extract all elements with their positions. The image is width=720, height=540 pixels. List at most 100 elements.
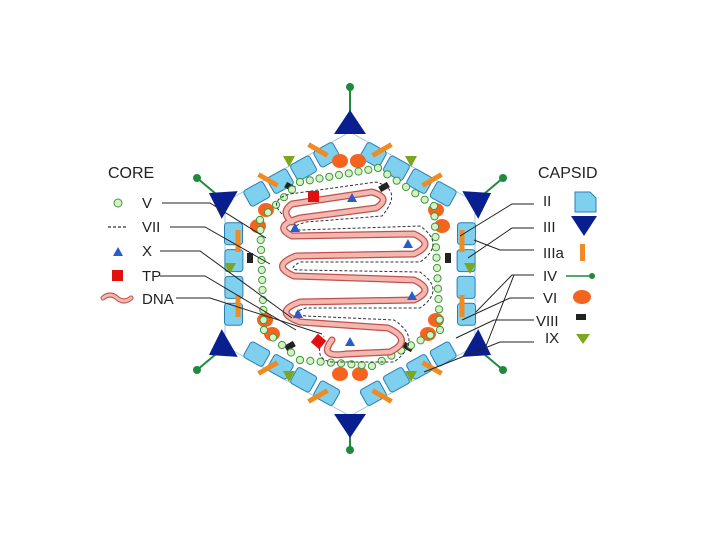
protein-x-4 [407,291,417,300]
protein-v-29 [435,325,445,335]
iiia-6 [235,295,241,317]
protein-v-25 [434,294,443,304]
core-label-v: V [142,195,152,212]
protein-v-22 [432,263,442,273]
protein-v-47 [277,340,287,350]
red-square-icon [112,270,123,281]
protein-v-41 [326,358,335,367]
penton-3 [334,414,366,438]
protein-x-group [290,193,417,346]
iiia-3 [421,172,443,188]
vi-5 [434,219,450,233]
protein-v-19 [431,232,440,242]
hexon-0-3 [406,168,434,194]
protein-v-40 [337,359,346,368]
protein-v-23 [433,274,442,283]
viii-3 [445,253,451,263]
ix-5 [405,371,417,382]
core-label-x: X [142,243,152,260]
black-dash-icon [576,314,586,320]
protein-v-48 [268,333,278,342]
core-interior [255,170,445,378]
fiber-knob-1 [499,174,507,182]
terminal-protein-bottom [310,333,327,350]
penton-4 [208,329,238,357]
protein-v-63 [263,208,273,217]
fiber-knob-2 [499,366,507,374]
iiia-2 [371,142,393,158]
leader-line-6 [467,227,534,259]
protein-v-35 [377,356,386,365]
ix-1 [405,156,417,167]
protein-v-17 [430,212,439,221]
protein-x-0 [347,193,357,202]
pink-wavy-strand-icon-fill [101,293,133,303]
penton-2 [462,329,492,357]
terminal-protein-top [308,191,319,202]
fiber-knob-5 [193,174,201,182]
iiia-4 [235,230,241,252]
green-circle-icon [113,198,123,208]
green-triangle-icon [576,334,590,344]
leader-line-11 [423,341,534,373]
protein-v-56 [257,265,266,275]
protein-v-67 [295,177,305,187]
protein-v-64 [271,200,281,209]
penton-0 [334,110,366,134]
ix-3 [464,263,476,274]
core-label-vii: VII [142,219,160,236]
capsid-label-viii: VIII [536,313,559,330]
protein-v-18 [430,222,440,231]
protein-v-21 [432,253,441,262]
protein-v-6 [354,167,363,176]
protein-v-10 [383,170,392,179]
core-label-dna: DNA [142,291,174,308]
leader-line-7 [473,239,534,251]
vi-1 [350,154,366,168]
vi-10 [332,367,348,381]
capsid-legend: CAPSID II III IIIa IV VI VIII IX [536,165,598,347]
hexon-5-1 [243,181,271,207]
protein-v-group [255,163,445,371]
iiia-5 [459,230,465,252]
protein-v-11 [392,176,401,185]
protein-v-45 [295,355,305,365]
protein-v-24 [433,284,443,293]
protein-v-42 [316,357,325,366]
protein-v-14 [420,195,429,204]
core-label-tp: TP [142,268,161,285]
capsid-label-iv: IV [543,268,557,285]
protein-v-26 [434,305,444,314]
iiia-8 [257,360,279,376]
protein-v-51 [259,315,268,325]
penton-5 [208,191,238,219]
protein-v-5 [344,169,353,178]
protein-x-1 [290,223,300,232]
protein-v-53 [258,295,267,305]
iiia-11 [421,360,443,376]
protein-vii-line [276,181,434,363]
protein-v-16 [429,201,439,211]
iiia-1 [307,142,329,158]
protein-v-4 [334,170,344,180]
protein-v-13 [411,189,420,198]
hexon-5-3 [290,155,318,181]
penton-group [208,110,492,438]
capsid-label-iii: III [543,219,556,236]
viii-1 [378,181,390,193]
navy-penton-icon [571,216,597,236]
leader-line-9 [461,297,534,321]
green-fiber-knob-icon [589,273,595,279]
protein-v-54 [258,285,267,295]
protein-v-27 [435,315,444,324]
protein-v-43 [306,356,315,365]
light-blue-hexon-icon [574,191,597,213]
hexon-3-4 [243,341,271,367]
fiber-knob-0 [346,83,354,91]
protein-iiia-group [235,142,465,404]
protein-x-3 [293,309,303,318]
protein-v-59 [256,235,265,245]
vi-11 [352,367,368,381]
hexon-2-3 [382,367,410,393]
